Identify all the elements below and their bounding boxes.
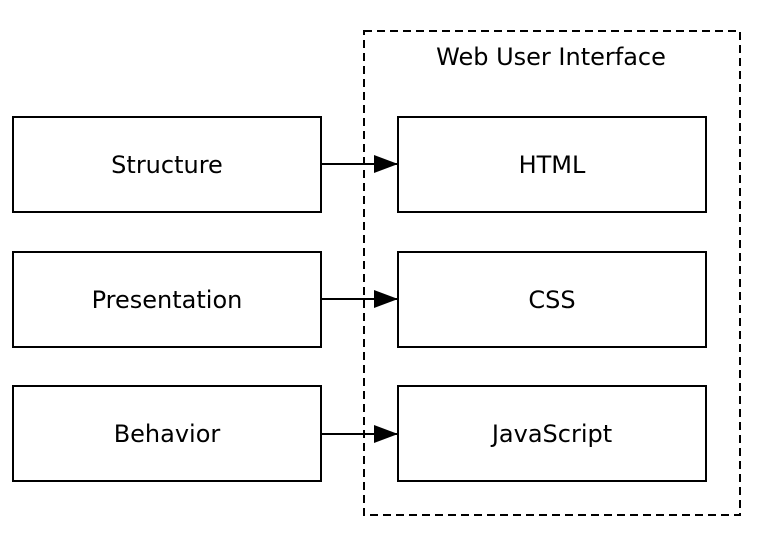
concept-box-structure: Structure [12,116,322,213]
web-ui-group-border [363,30,741,516]
concept-box-behavior: Behavior [12,385,322,482]
concept-label-structure: Structure [111,151,223,179]
tech-label-html: HTML [519,151,586,179]
tech-box-html: HTML [397,116,707,213]
concept-label-behavior: Behavior [114,420,221,448]
concept-box-presentation: Presentation [12,251,322,348]
concept-label-presentation: Presentation [92,286,243,314]
tech-label-css: CSS [528,286,575,314]
tech-label-javascript: JavaScript [490,420,612,448]
tech-box-javascript: JavaScript [397,385,707,482]
web-ui-group-title: Web User Interface [436,43,666,71]
tech-box-css: CSS [397,251,707,348]
